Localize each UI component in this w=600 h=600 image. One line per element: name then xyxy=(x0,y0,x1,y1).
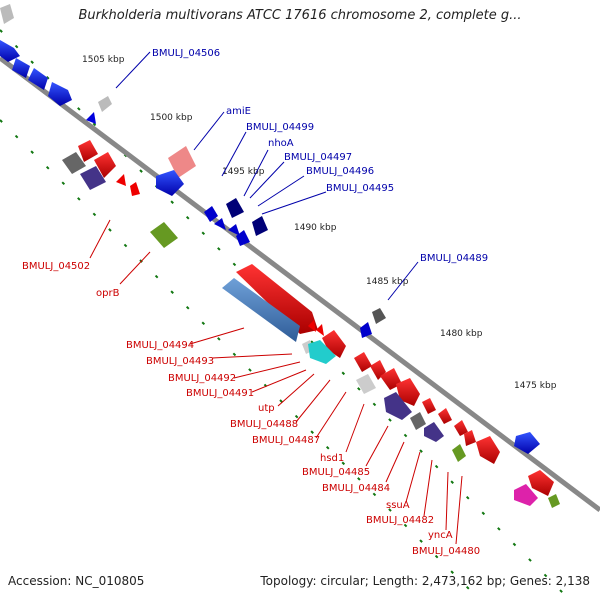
gene-label[interactable]: BMULJ_04489 xyxy=(420,253,488,264)
gene-feature[interactable] xyxy=(514,432,540,454)
gene-feature[interactable] xyxy=(360,322,372,338)
gene-feature[interactable] xyxy=(356,374,376,394)
gene-label[interactable]: BMULJ_04492 xyxy=(168,373,236,384)
gene-feature[interactable] xyxy=(62,152,86,174)
gene-feature[interactable] xyxy=(226,198,244,218)
gene-label[interactable]: utp xyxy=(258,403,275,414)
gene-feature[interactable] xyxy=(78,140,98,162)
gene-feature[interactable] xyxy=(422,398,436,414)
gene-feature[interactable] xyxy=(28,68,48,90)
kbp-label: 1495 kbp xyxy=(222,167,265,177)
gene-feature[interactable] xyxy=(316,324,324,336)
gene-label[interactable]: yncA xyxy=(428,530,453,541)
gene-label[interactable]: BMULJ_04482 xyxy=(366,515,434,526)
top-callout-lines xyxy=(115,51,419,301)
topology-text: Topology: circular; Length: 2,473,162 bp… xyxy=(260,574,590,588)
gene-feature[interactable] xyxy=(396,378,420,406)
gene-feature[interactable] xyxy=(214,218,226,230)
gene-feature[interactable] xyxy=(130,182,140,196)
gene-label[interactable]: BMULJ_04506 xyxy=(152,48,220,59)
map-title: Burkholderia multivorans ATCC 17616 chro… xyxy=(78,8,522,23)
bottom-gene-labels[interactable]: BMULJ_04502 oprB BMULJ_04494 BMULJ_04493… xyxy=(22,261,480,557)
gene-label[interactable]: BMULJ_04493 xyxy=(146,356,214,367)
gene-label[interactable]: nhoA xyxy=(268,138,294,149)
kbp-scale-labels: 1505 kbp 1500 kbp 1495 kbp 1490 kbp 1485… xyxy=(82,55,557,391)
gene-label[interactable]: BMULJ_04497 xyxy=(284,152,352,163)
gene-feature[interactable] xyxy=(454,420,468,436)
gene-label[interactable]: BMULJ_04502 xyxy=(22,261,90,272)
gene-label[interactable]: BMULJ_04487 xyxy=(252,435,320,446)
gene-feature[interactable] xyxy=(384,392,412,420)
gene-feature[interactable] xyxy=(528,470,554,496)
gene-label[interactable]: BMULJ_04488 xyxy=(230,419,298,430)
gene-feature[interactable] xyxy=(452,444,466,462)
accession-text: Accession: NC_010805 xyxy=(8,574,145,588)
bottom-callout-lines xyxy=(89,219,463,545)
gene-label[interactable]: BMULJ_04484 xyxy=(322,483,390,494)
gene-feature[interactable] xyxy=(228,224,240,236)
gene-label[interactable]: hsd1 xyxy=(320,453,344,464)
gene-label[interactable]: BMULJ_04491 xyxy=(186,388,254,399)
kbp-label: 1500 kbp xyxy=(150,113,193,123)
gene-feature[interactable] xyxy=(308,320,316,332)
gene-feature[interactable] xyxy=(308,340,336,364)
kbp-label: 1480 kbp xyxy=(440,329,483,339)
gene-feature[interactable] xyxy=(354,352,372,372)
scale-ring-lower xyxy=(0,119,481,600)
upper-strand-features[interactable] xyxy=(0,4,540,454)
gene-label[interactable]: BMULJ_04499 xyxy=(246,122,314,133)
gene-label[interactable]: amiE xyxy=(226,106,251,117)
gene-feature[interactable] xyxy=(322,330,346,358)
gene-feature[interactable] xyxy=(476,436,500,464)
gene-label[interactable]: BMULJ_04485 xyxy=(302,467,370,478)
gene-feature[interactable] xyxy=(168,146,196,178)
gene-feature[interactable] xyxy=(410,412,426,430)
gene-feature[interactable] xyxy=(548,494,560,508)
gene-label[interactable]: BMULJ_04496 xyxy=(306,166,374,177)
gene-feature[interactable] xyxy=(156,170,184,196)
gene-feature[interactable] xyxy=(372,308,386,324)
gene-feature[interactable] xyxy=(150,222,178,248)
gene-feature[interactable] xyxy=(204,206,218,222)
gene-feature[interactable] xyxy=(222,278,300,342)
gene-feature[interactable] xyxy=(0,40,20,62)
gene-label[interactable]: BMULJ_04495 xyxy=(326,183,394,194)
gene-feature[interactable] xyxy=(48,82,72,106)
gene-feature[interactable] xyxy=(424,422,444,442)
lower-strand-features[interactable] xyxy=(62,140,560,508)
gene-feature[interactable] xyxy=(94,152,116,178)
gene-feature[interactable] xyxy=(236,230,250,246)
gene-label[interactable]: ssuA xyxy=(386,500,410,511)
gene-feature[interactable] xyxy=(438,408,452,424)
gene-feature[interactable] xyxy=(116,174,126,186)
kbp-label: 1490 kbp xyxy=(294,223,337,233)
gene-feature[interactable] xyxy=(86,112,96,124)
gene-feature[interactable] xyxy=(0,4,14,24)
gene-feature[interactable] xyxy=(98,96,112,112)
gene-feature[interactable] xyxy=(252,216,268,236)
gene-label[interactable]: oprB xyxy=(96,288,120,299)
top-gene-labels[interactable]: BMULJ_04506 amiE BMULJ_04499 nhoA BMULJ_… xyxy=(152,48,488,264)
kbp-label: 1485 kbp xyxy=(366,277,409,287)
gene-feature[interactable] xyxy=(236,264,318,334)
gene-label[interactable]: BMULJ_04494 xyxy=(126,340,194,351)
gene-label[interactable]: BMULJ_04480 xyxy=(412,546,480,557)
gene-feature[interactable] xyxy=(464,430,476,446)
gene-feature[interactable] xyxy=(12,58,30,78)
kbp-label: 1505 kbp xyxy=(82,55,125,65)
gene-feature[interactable] xyxy=(514,484,538,506)
kbp-label: 1475 kbp xyxy=(514,381,557,391)
gene-feature[interactable] xyxy=(80,166,106,190)
chromosome-backbone xyxy=(0,56,600,512)
